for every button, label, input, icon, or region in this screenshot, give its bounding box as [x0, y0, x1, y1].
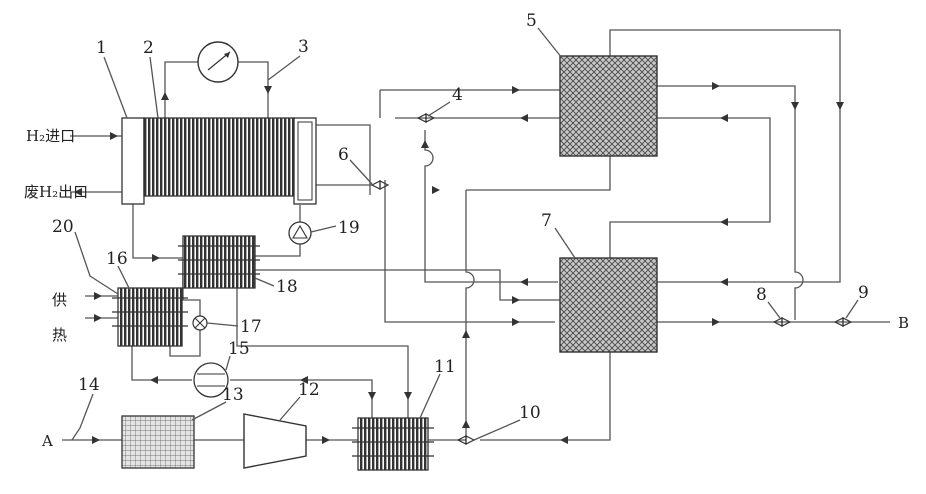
heat-exchanger-icon	[112, 288, 188, 346]
callout-9: 9	[858, 283, 869, 303]
callout-19: 19	[338, 218, 360, 238]
callout-10: 10	[519, 403, 541, 423]
stack-end-plate-right	[294, 118, 316, 204]
point-a-label: A	[41, 432, 53, 450]
valve-icon	[193, 316, 207, 330]
meter-icon	[198, 42, 238, 82]
callout-6: 6	[338, 145, 349, 165]
fuel-cell-stack	[144, 118, 294, 196]
callout-2: 2	[143, 38, 154, 58]
compressor-icon	[244, 414, 306, 468]
callout-11: 11	[434, 357, 456, 377]
callout-3: 3	[298, 37, 309, 57]
callout-8: 8	[756, 285, 767, 305]
callout-20: 20	[52, 217, 74, 237]
heat-exchanger-icon	[352, 418, 434, 470]
callout-1: 1	[96, 38, 107, 58]
waste-h2-outlet-label: 废H₂出口	[24, 183, 88, 201]
callout-7: 7	[541, 211, 552, 231]
callout-18: 18	[276, 277, 298, 297]
callout-12: 12	[298, 380, 320, 400]
callout-17: 17	[240, 317, 262, 337]
callout-14: 14	[78, 375, 100, 395]
pump-icon	[289, 222, 311, 244]
callout-16: 16	[106, 249, 128, 269]
heat-supply-label-1: 供	[52, 291, 67, 309]
filter-icon	[122, 416, 194, 468]
callout-15: 15	[228, 339, 250, 359]
point-b-label: B	[898, 314, 909, 332]
callout-4: 4	[452, 85, 463, 105]
piping	[62, 30, 890, 440]
heat-exchanger-icon	[178, 236, 260, 288]
callout-13: 13	[222, 385, 244, 405]
adsorber-icon	[560, 258, 657, 352]
adsorber-icon	[560, 56, 657, 156]
callout-5: 5	[526, 11, 537, 31]
h2-inlet-label: H₂进口	[26, 127, 75, 145]
heat-supply-label-2: 热	[52, 326, 67, 344]
stack-end-plate-left	[122, 118, 144, 204]
